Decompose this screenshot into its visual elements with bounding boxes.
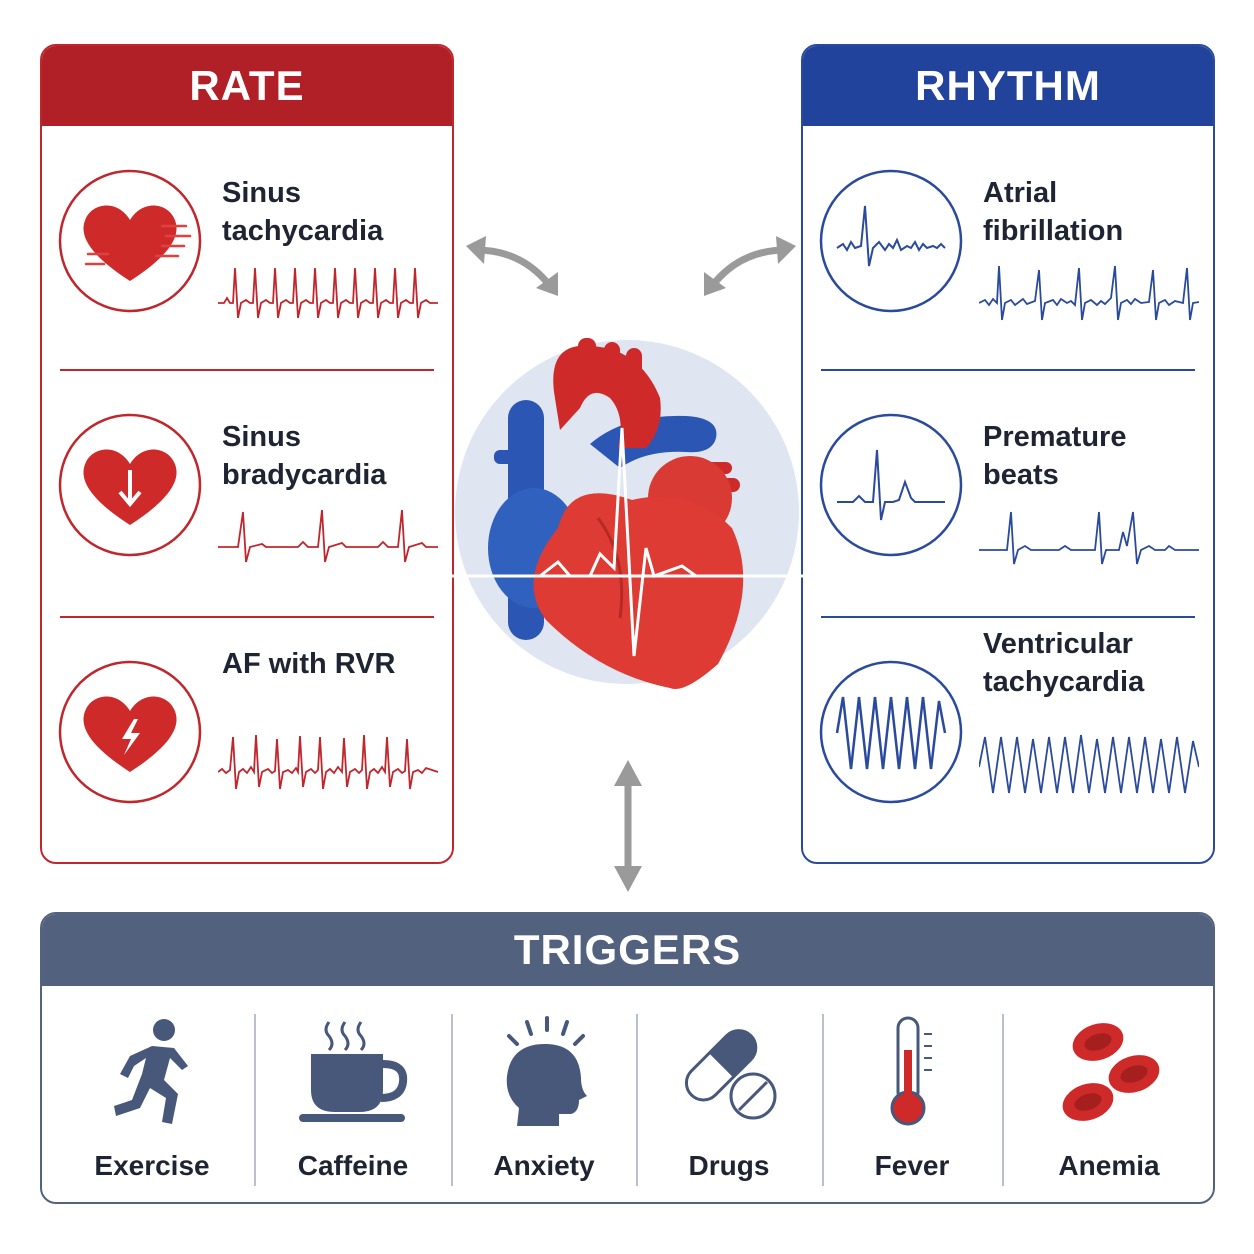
trigger-label-anxiety: Anxiety bbox=[493, 1150, 595, 1181]
trigger-exercise: Exercise bbox=[52, 986, 252, 1202]
rate-label-1: Sinus tachycardia bbox=[222, 177, 384, 247]
heart-speed-icon bbox=[58, 169, 202, 313]
trigger-fever: Fever bbox=[824, 986, 1000, 1202]
trigger-separator-1 bbox=[254, 1014, 256, 1186]
rate-divider-1 bbox=[60, 369, 434, 371]
trigger-separator-2 bbox=[451, 1014, 453, 1186]
heart-down-arrow-icon bbox=[58, 413, 202, 557]
heart-anatomy-ecg-icon bbox=[450, 338, 804, 689]
ecg-tachycardia-trace bbox=[218, 267, 438, 319]
rate-label-2: Sinus bradycardia bbox=[222, 421, 387, 491]
rate-item-sinus-bradycardia: Sinus bradycardia bbox=[42, 370, 452, 615]
rate-label-3: AF with RVR bbox=[222, 648, 396, 680]
rate-item-sinus-tachycardia: Sinus tachycardia bbox=[42, 126, 452, 371]
red-blood-cells-icon bbox=[1062, 1023, 1160, 1121]
rhythm-divider-1 bbox=[821, 369, 1195, 371]
thermometer-icon bbox=[890, 1016, 932, 1126]
running-person-icon bbox=[114, 1019, 188, 1124]
rhythm-panel: RHYTHM Atrial fibrillation Premature bea… bbox=[801, 44, 1215, 864]
rhythm-item-premature-beats: Premature beats bbox=[803, 370, 1213, 615]
rhythm-item-ventricular-tachycardia: Ventricular tachycardia bbox=[803, 617, 1213, 862]
irregular-ecg-icon bbox=[819, 169, 963, 313]
triggers-title: TRIGGERS bbox=[42, 914, 1213, 986]
triggers-panel: TRIGGERS Exercise Caffeine bbox=[40, 912, 1215, 1204]
trigger-label-drugs: Drugs bbox=[688, 1150, 770, 1181]
ecg-atrial-fibrillation-trace bbox=[979, 265, 1199, 321]
arrow-rhythm-heart-icon bbox=[704, 236, 796, 296]
rate-title: RATE bbox=[42, 46, 452, 126]
coffee-cup-icon bbox=[299, 1021, 408, 1122]
trigger-caffeine: Caffeine bbox=[256, 986, 450, 1202]
rhythm-item-atrial-fibrillation: Atrial fibrillation bbox=[803, 126, 1213, 371]
ecg-premature-beats-trace bbox=[979, 511, 1199, 565]
trigger-drugs: Drugs bbox=[638, 986, 820, 1202]
trigger-separator-4 bbox=[822, 1014, 824, 1186]
trigger-anemia: Anemia bbox=[1004, 986, 1213, 1202]
rate-panel: RATE Sinus tachycardia Sinus bradycardia bbox=[40, 44, 454, 864]
trigger-anxiety: Anxiety bbox=[453, 986, 635, 1202]
ecg-af-rvr-trace bbox=[218, 734, 438, 790]
trigger-separator-5 bbox=[1002, 1014, 1004, 1186]
trigger-label-caffeine: Caffeine bbox=[297, 1150, 409, 1181]
arrow-triggers-heart-icon bbox=[614, 760, 642, 892]
anxious-head-icon bbox=[506, 1016, 587, 1126]
rhythm-title: RHYTHM bbox=[803, 46, 1213, 126]
vt-ecg-icon bbox=[819, 660, 963, 804]
rate-divider-2 bbox=[60, 616, 434, 618]
rhythm-label-1: Atrial fibrillation bbox=[983, 177, 1124, 247]
ecg-bradycardia-trace bbox=[218, 509, 438, 563]
rhythm-divider-2 bbox=[821, 616, 1195, 618]
arrow-rate-heart-icon bbox=[466, 236, 558, 296]
trigger-label-anemia: Anemia bbox=[1058, 1150, 1160, 1181]
trigger-label-exercise: Exercise bbox=[94, 1150, 210, 1181]
rhythm-label-2: Premature beats bbox=[983, 421, 1127, 491]
ecg-ventricular-tachycardia-trace bbox=[979, 734, 1199, 794]
premature-beat-ecg-icon bbox=[819, 413, 963, 557]
heart-lightning-icon bbox=[58, 660, 202, 804]
trigger-separator-3 bbox=[636, 1014, 638, 1186]
trigger-label-fever: Fever bbox=[874, 1150, 950, 1181]
rate-item-af-rvr: AF with RVR bbox=[42, 617, 452, 862]
rhythm-label-3: Ventricular tachycardia bbox=[983, 628, 1145, 698]
pills-icon bbox=[684, 1029, 777, 1120]
